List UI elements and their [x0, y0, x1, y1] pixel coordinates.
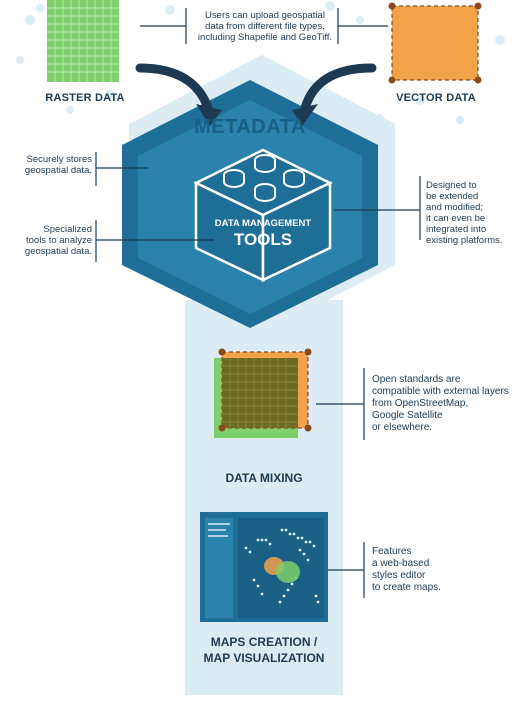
upload-note-line: including Shapefile and GeoTiff.: [197, 32, 333, 43]
data-mixing-caption: DATA MIXING: [225, 471, 303, 485]
map-editor-icon: [200, 512, 328, 622]
maps-caption-line1: MAPS CREATION /: [210, 635, 318, 649]
stores-note-line: geospatial data.: [24, 165, 92, 176]
extend-note-line: it can even be: [426, 213, 486, 224]
connector-lines: [95, 8, 421, 598]
open-note-line: from OpenStreetMap,: [372, 398, 469, 409]
cube-label-line2: TOOLS: [233, 230, 293, 249]
editor-note-line: a web-based: [372, 558, 430, 569]
tools-note-line: tools to analyze: [25, 235, 92, 246]
upload-note-line: Users can upload geospatial: [205, 10, 325, 21]
vector-data-label: VECTOR DATA: [396, 92, 476, 104]
vector-square-icon: [388, 2, 482, 84]
upload-note: Users can upload geospatial data from di…: [194, 10, 336, 43]
arrows: [135, 63, 377, 113]
open-standards-note: Open standards are compatible with exter…: [372, 374, 516, 434]
editor-note-line: Features: [372, 546, 412, 557]
database-icons: [223, 154, 305, 202]
tools-note-line: Specialized: [43, 224, 92, 235]
open-note-line: or elsewhere.: [372, 422, 433, 433]
extend-note-line: be extended: [426, 191, 479, 202]
right-arrow-head: [292, 104, 318, 126]
stores-note-line: Securely stores: [26, 154, 92, 165]
stores-note: Securely stores geospatial data.: [6, 154, 92, 176]
raster-data-label: RASTER DATA: [45, 92, 125, 104]
raster-grid-icon: [47, 0, 119, 82]
editor-note-line: to create maps.: [372, 582, 441, 593]
editor-note-line: styles editor: [372, 570, 426, 581]
tools-note-line: geospatial data.: [24, 246, 92, 257]
extend-note-line: integrated into: [426, 224, 487, 235]
cube-right: [261, 181, 332, 282]
left-arrow-head: [196, 104, 222, 126]
cube-label-line1: DATA MANAGEMENT: [214, 218, 312, 229]
open-note-line: compatible with external layers: [372, 386, 509, 397]
extend-note: Designed to be extended and modified; it…: [426, 180, 516, 246]
open-note-line: Google Satellite: [372, 410, 443, 421]
map-dots: [244, 528, 320, 604]
upload-note-line: data from different file types,: [205, 21, 325, 32]
data-mixing-icon: [214, 348, 312, 438]
open-note-line: Open standards are: [372, 374, 461, 385]
extend-note-line: Designed to: [426, 180, 477, 191]
metadata-title: METADATA: [194, 116, 306, 138]
extend-note-line: and modified;: [426, 202, 484, 213]
tools-note: Specialized tools to analyze geospatial …: [6, 224, 92, 257]
editor-note: Features a web-based styles editor to cr…: [372, 546, 492, 594]
extend-note-line: existing platforms.: [426, 235, 503, 246]
maps-caption-line2: MAP VISUALIZATION: [203, 651, 325, 665]
